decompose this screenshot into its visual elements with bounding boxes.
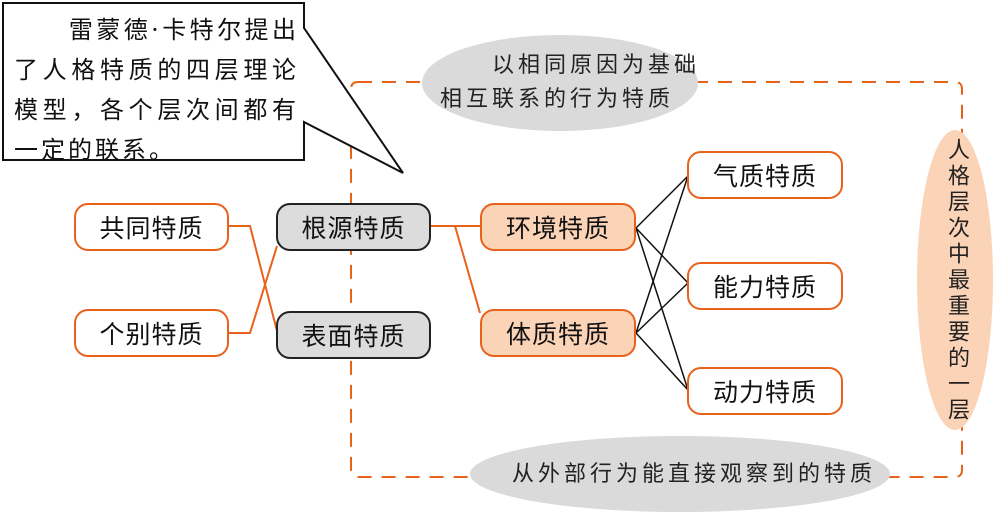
connector-con-dynamic	[635, 332, 689, 391]
bottom-annotation-ellipse	[470, 436, 890, 512]
node-constitution-traits[interactable]: 体质特质	[480, 309, 636, 357]
connector-con-temperament	[635, 175, 689, 334]
node-common-traits[interactable]: 共同特质	[74, 203, 229, 251]
callout-bubble	[2, 2, 404, 174]
node-source-traits[interactable]: 根源特质	[276, 203, 431, 251]
top-annotation: 以相同原因为基础 相互联系的行为特质	[440, 49, 710, 117]
right-annotation: 人格层次中最重要的一层	[944, 138, 969, 424]
top-annotation-line-1: 以相同原因为基础	[440, 53, 701, 78]
connector-individual-source	[229, 245, 278, 334]
top-annotation-line-2: 相互联系的行为特质	[440, 87, 675, 112]
connector-common-surface	[229, 225, 278, 332]
dashed-frame	[350, 81, 963, 478]
connector-source-constitution	[454, 225, 481, 314]
top-annotation-ellipse	[422, 35, 698, 131]
left-connectors	[229, 225, 481, 334]
right-annotation-ellipse	[917, 130, 993, 430]
connector-con-ability	[635, 282, 689, 334]
callout-text: 雷蒙德·卡特尔提出了人格特质的四层理论模型，各个层次间都有一定的联系。	[14, 16, 299, 164]
node-temperament-traits[interactable]: 气质特质	[687, 151, 843, 199]
node-ability-traits[interactable]: 能力特质	[687, 262, 843, 310]
node-surface-traits[interactable]: 表面特质	[276, 311, 431, 359]
node-individual-traits[interactable]: 个别特质	[74, 309, 229, 357]
node-dynamic-traits[interactable]: 动力特质	[687, 367, 843, 415]
bottom-annotation: 从外部行为能直接观察到的特质	[512, 462, 877, 487]
right-connectors	[635, 175, 689, 391]
node-environment-traits[interactable]: 环境特质	[480, 203, 636, 251]
connector-env-temperament	[635, 175, 689, 229]
